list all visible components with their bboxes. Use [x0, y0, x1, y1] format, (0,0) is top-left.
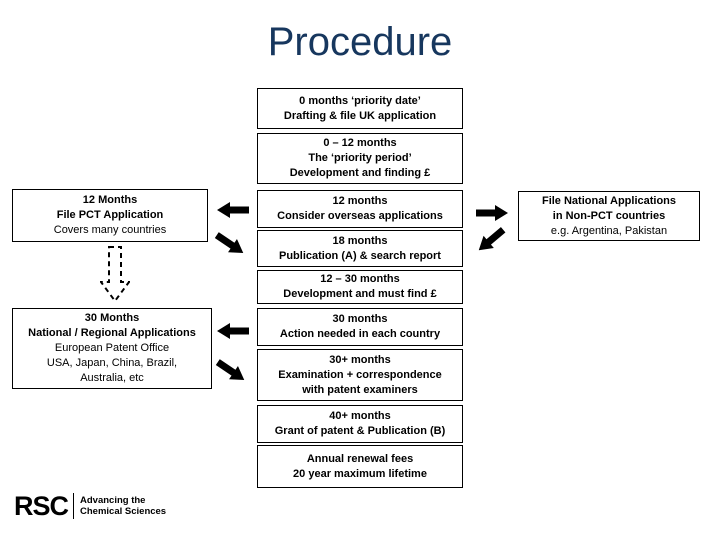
box-line: File PCT Application: [56, 209, 164, 221]
arrow-down-right-icon: [213, 355, 248, 386]
box-line: Development and must find £: [283, 288, 437, 300]
logo-tagline-line: Chemical Sciences: [80, 506, 167, 517]
rsc-logo: RSC Advancing the Chemical Sciences: [14, 492, 166, 520]
box-file-national-applications: File National Applications in Non-PCT co…: [518, 191, 700, 241]
arrow-left-icon: [217, 323, 249, 339]
box-line: Consider overseas applications: [277, 210, 443, 222]
box-12-months-file-pct: 12 Months File PCT Application Covers ma…: [12, 189, 208, 242]
box-0-months-priority-date: 0 months ‘priority date’ Drafting & file…: [257, 88, 463, 129]
box-line: Examination + correspondence: [278, 368, 442, 381]
box-line: 40+ months: [329, 410, 391, 422]
logo-tagline: Advancing the Chemical Sciences: [80, 495, 166, 517]
box-annual-renewal-fees: Annual renewal fees 20 year maximum life…: [257, 445, 463, 488]
box-line: The ‘priority period’: [308, 152, 412, 164]
logo-divider: [73, 493, 75, 519]
logo-tagline-line: Advancing the: [80, 495, 146, 506]
box-line: 12 months: [332, 195, 388, 207]
box-12-30-months-development: 12 – 30 months Development and must find…: [257, 270, 463, 304]
arrow-right-icon: [476, 205, 508, 221]
rsc-logo-text: RSC: [14, 491, 69, 521]
dashed-arrow-down-icon: [100, 246, 130, 303]
box-line: 18 months: [332, 234, 388, 247]
box-line: Annual renewal fees: [306, 452, 414, 465]
box-line: European Patent Office: [54, 342, 170, 354]
box-40plus-months-grant: 40+ months Grant of patent & Publication…: [257, 405, 463, 443]
box-18-months-publication-a: 18 months Publication (A) & search repor…: [257, 230, 463, 267]
box-line: in Non-PCT countries: [552, 209, 666, 222]
box-line: e.g. Argentina, Pakistan: [550, 224, 668, 237]
arrow-down-left-icon: [474, 224, 509, 257]
box-line: 20 year maximum lifetime: [293, 467, 427, 480]
box-line: Development and finding £: [289, 167, 431, 179]
box-line: National / Regional Applications: [28, 327, 196, 339]
arrow-left-icon: [217, 202, 249, 218]
box-line: Drafting & file UK application: [283, 109, 437, 122]
box-line: File National Applications: [541, 194, 677, 207]
box-line: with patent examiners: [302, 383, 418, 396]
box-12-months-consider-overseas: 12 months Consider overseas applications: [257, 190, 463, 228]
box-line: Covers many countries: [53, 224, 167, 236]
box-0-12-months-priority-period: 0 – 12 months The ‘priority period’ Deve…: [257, 133, 463, 184]
box-line: 30+ months: [329, 353, 391, 366]
page-title: Procedure: [267, 20, 453, 64]
box-30plus-months-examination: 30+ months Examination + correspondence …: [257, 349, 463, 401]
box-line: 30 Months: [84, 312, 140, 324]
box-line: Grant of patent & Publication (B): [274, 425, 446, 437]
box-30-months-action-needed: 30 months Action needed in each country: [257, 308, 463, 346]
box-line: Publication (A) & search report: [279, 249, 441, 262]
box-line: USA, Japan, China, Brazil,: [46, 357, 178, 369]
box-line: 0 months ‘priority date’: [299, 94, 421, 107]
box-line: Action needed in each country: [279, 328, 441, 340]
box-line: Australia, etc: [80, 372, 144, 384]
box-line: 30 months: [332, 313, 388, 325]
box-line: 0 – 12 months: [323, 137, 397, 149]
arrow-down-right-icon: [212, 228, 247, 259]
box-line: 12 – 30 months: [320, 273, 400, 285]
box-line: 12 Months: [82, 194, 138, 206]
box-30-months-national-regional: 30 Months National / Regional Applicatio…: [12, 308, 212, 389]
